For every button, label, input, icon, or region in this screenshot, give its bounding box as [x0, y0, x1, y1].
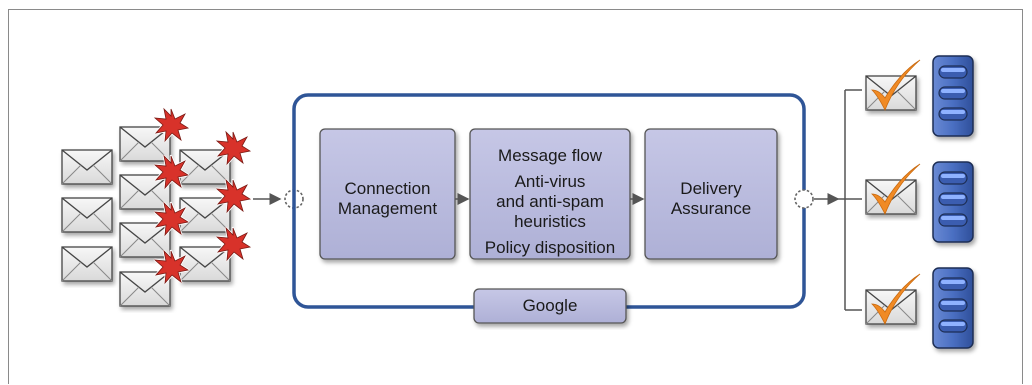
- spam-envelope-icon: [119, 222, 171, 258]
- connection-management-label: Connection Management: [320, 179, 455, 219]
- connection-label-line2: Management: [337, 199, 438, 218]
- connection-label-line1: Connection: [344, 179, 431, 198]
- envelope-icon: [61, 149, 113, 185]
- mail-server-icon: [932, 161, 974, 243]
- delivery-label-line2: Assurance: [670, 199, 752, 218]
- anti-virus-line3: heuristics: [514, 212, 586, 231]
- spam-envelope-icon: [119, 174, 171, 210]
- mail-server-icon: [932, 267, 974, 349]
- google-label-box: [473, 288, 627, 324]
- message-flow-title: Message flow: [498, 146, 602, 165]
- message-flow-label: Message flow Anti-virus and anti-spam he…: [470, 146, 630, 258]
- anti-virus-line1: Anti-virus: [514, 172, 586, 191]
- mail-server-icon: [932, 55, 974, 137]
- connection-port-icon: [794, 189, 814, 209]
- anti-virus-line2: and anti-spam: [496, 192, 604, 211]
- delivery-assurance-label: Delivery Assurance: [645, 179, 777, 219]
- google-label: Google: [522, 296, 578, 315]
- delivery-assurance-box: [644, 128, 778, 260]
- policy-disposition-label: Policy disposition: [484, 238, 616, 257]
- spam-envelope-icon: [119, 271, 171, 307]
- message-flow-box: [469, 128, 631, 260]
- figure-frame: [8, 9, 1023, 384]
- envelope-icon: [61, 197, 113, 233]
- incoming-mail-group: [61, 107, 252, 307]
- delivery-branches: [838, 89, 862, 311]
- outgoing-mail-group: [865, 55, 974, 349]
- envelope-icon: [61, 246, 113, 282]
- connection-management-box: [319, 128, 456, 260]
- delivery-label-line1: Delivery: [680, 179, 742, 198]
